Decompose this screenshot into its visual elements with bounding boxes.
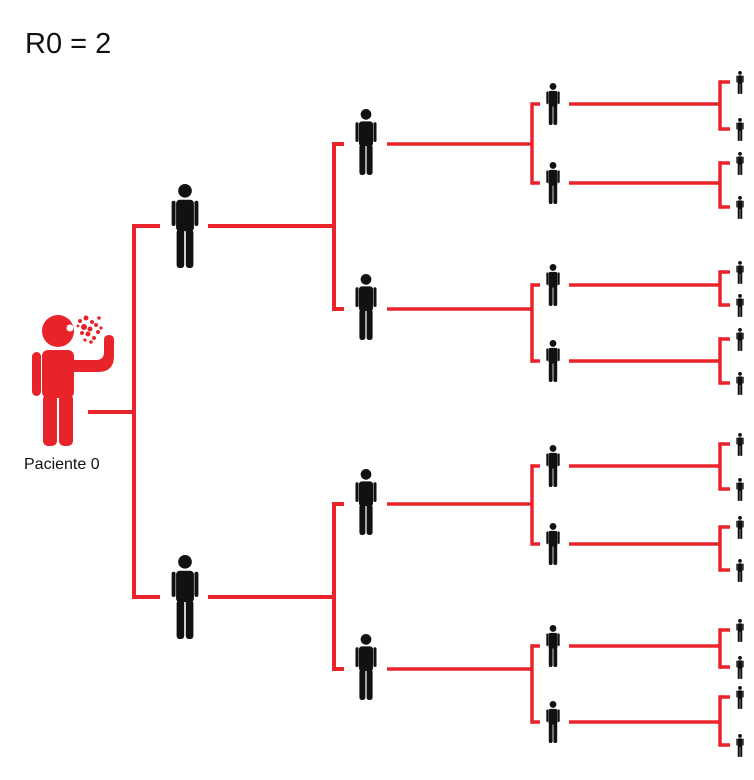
person-icon <box>736 734 744 757</box>
person-icon <box>736 516 744 539</box>
person-icon <box>355 634 377 700</box>
person-icon <box>736 372 744 395</box>
person-icon <box>736 294 744 317</box>
person-icon <box>736 152 744 175</box>
diagram-title: R0 = 2 <box>25 28 112 60</box>
people-layer <box>32 71 744 757</box>
person-icon <box>546 83 560 125</box>
person-icon <box>736 118 744 141</box>
person-icon <box>736 559 744 582</box>
person-icon <box>546 523 560 565</box>
person-icon <box>736 478 744 501</box>
person-icon <box>546 445 560 487</box>
person-icon <box>736 619 744 642</box>
sneezing-person-icon <box>32 315 114 446</box>
person-icon <box>736 71 744 94</box>
person-icon <box>546 701 560 743</box>
person-icon <box>546 264 560 306</box>
person-icon <box>171 184 199 268</box>
person-icon <box>355 109 377 175</box>
person-icon <box>546 162 560 204</box>
person-icon <box>736 328 744 351</box>
person-icon <box>736 656 744 679</box>
connector-lines <box>88 80 730 747</box>
person-icon <box>355 469 377 535</box>
patient-zero-label: Paciente 0 <box>24 456 100 473</box>
person-icon <box>171 555 199 639</box>
person-icon <box>546 625 560 667</box>
person-icon <box>736 196 744 219</box>
person-icon <box>355 274 377 340</box>
person-icon <box>546 340 560 382</box>
person-icon <box>736 433 744 456</box>
person-icon <box>736 261 744 284</box>
person-icon <box>736 686 744 709</box>
